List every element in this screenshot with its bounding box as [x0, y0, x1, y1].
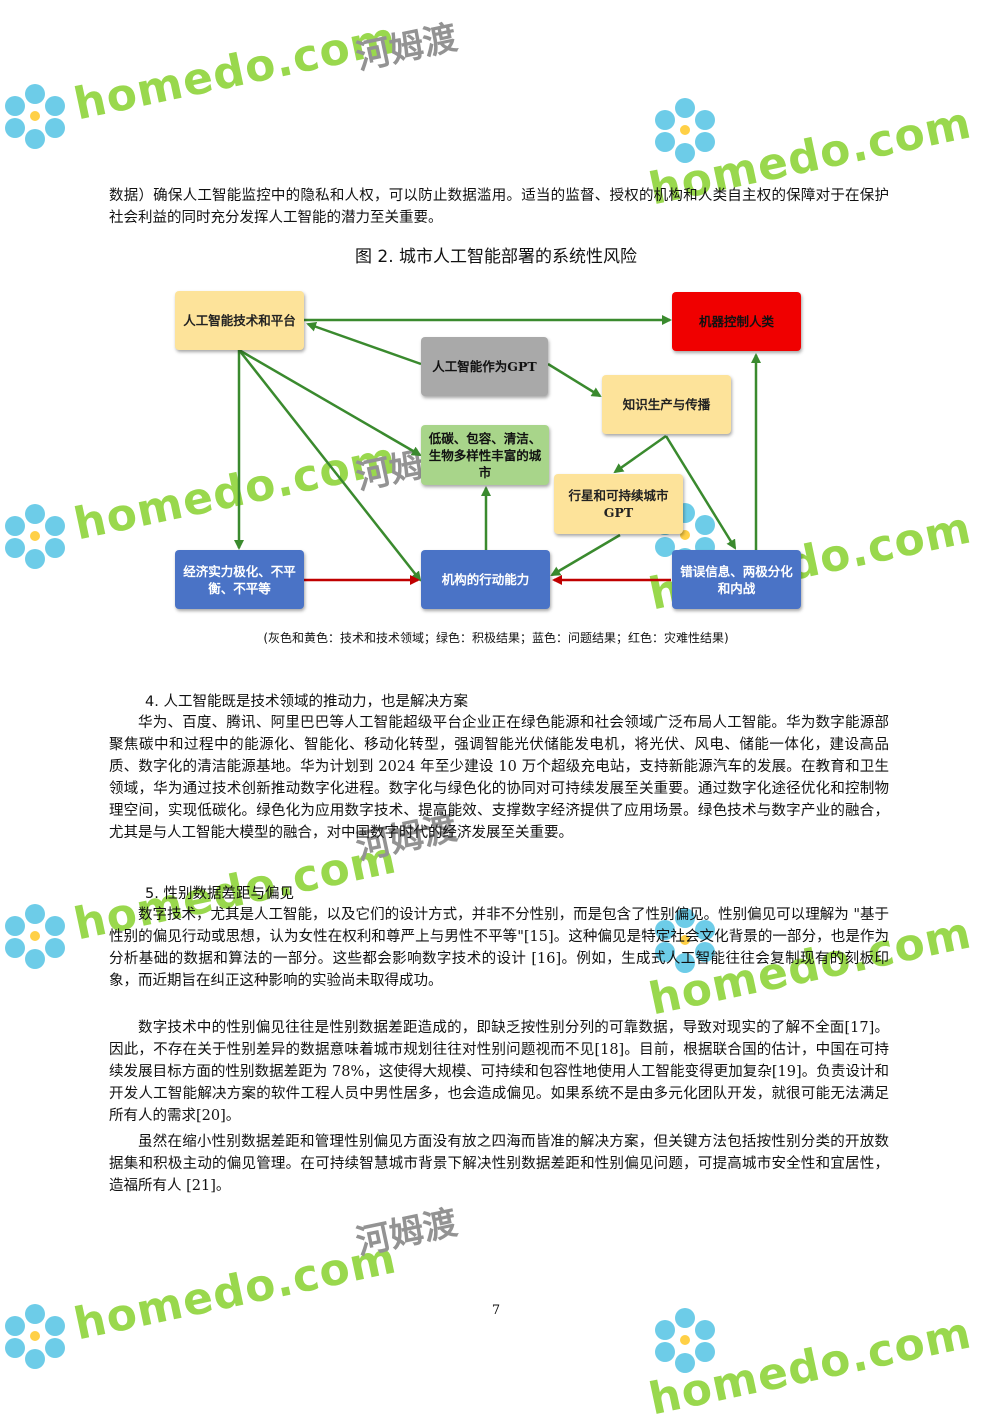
node-label: 机器控制人类	[698, 314, 774, 329]
node-ai-gpt: 人工智能作为GPT	[421, 337, 548, 396]
node-planet-gpt: 行星和可持续城市GPT	[554, 474, 683, 534]
node-ai-tech-platform: 人工智能技术和平台	[175, 291, 304, 350]
diagram-arrows	[234, 315, 761, 585]
section-4-body: 华为、百度、腾讯、阿里巴巴等人工智能超级平台企业正在绿色能源和社会领域广泛布局人…	[109, 715, 889, 841]
section-4-heading: 4. 人工智能既是技术领域的推动力，也是解决方案	[145, 694, 468, 710]
figure-title: 图 2. 城市人工智能部署的系统性风险	[354, 247, 638, 267]
node-label: 知识生产与传播	[622, 397, 711, 412]
arrow-planet-to-institution	[550, 533, 621, 577]
section-5-heading: 5. 性别数据差距与偏见	[145, 886, 294, 902]
node-low-carbon-city: 低碳、包容、清洁、生物多样性丰富的城市	[421, 425, 549, 485]
section-5-paragraph-2: 数字技术中的性别偏见往往是性别数据差距造成的，即缺乏按性别分列的可靠数据，导致对…	[109, 1020, 889, 1124]
node-label: 人工智能作为GPT	[432, 359, 537, 374]
watermark-chinese: 河姆渡	[352, 1202, 461, 1264]
arrow-knowledge-to-misinfo	[664, 435, 737, 550]
watermark-bottom-right: homedo.com	[645, 1305, 992, 1426]
arrow-platform-to-lowcarbon	[238, 348, 422, 457]
node-institution: 机构的行动能力	[421, 550, 550, 609]
node-label: 行星和可持续城市GPT	[568, 488, 669, 520]
section-5-paragraph-3: 虽然在缩小性别数据差距和管理性别偏见方面没有放之四海而皆准的解决方案，但关键方法…	[109, 1134, 889, 1194]
arrow-gpt-to-knowledge	[547, 362, 602, 398]
section-5-paragraph-1: 数字技术，尤其是人工智能，以及它们的设计方式，并非不分性别，而是包含了性别偏见。…	[109, 907, 889, 989]
watermark-text: homedo.com	[644, 1307, 976, 1426]
node-label: 人工智能技术和平台	[183, 313, 296, 328]
node-knowledge: 知识生产与传播	[602, 375, 731, 434]
arrow-gpt-to-platform	[306, 321, 422, 366]
node-machine-control: 机器控制人类	[672, 292, 801, 351]
node-economic: 经济实力极化、不平衡、不平等	[175, 550, 304, 609]
flower-icon	[5, 903, 65, 969]
node-misinfo: 错误信息、两极分化和内战	[672, 550, 801, 609]
page-number: 7	[491, 1303, 501, 1318]
watermark-text: homedo.com	[69, 1232, 402, 1351]
node-label: 机构的行动能力	[441, 572, 530, 587]
paragraph-intro: 数据）确保人工智能监控中的隐私和人权，可以防止数据滥用。适当的监督、授权的机构和…	[109, 188, 889, 226]
node-label: 经济实力极化、不平衡、不平等	[183, 563, 296, 596]
node-label: 错误信息、两极分化和内战	[680, 563, 793, 596]
node-label: 低碳、包容、清洁、生物多样性丰富的城市	[428, 430, 542, 480]
figure-caption: (灰色和黄色：技术和技术领域；绿色：积极结果；蓝色：问题结果；红色：灾难性结果)	[263, 631, 729, 645]
arrow-platform-to-institution	[238, 349, 422, 582]
arrow-knowledge-to-planet	[613, 434, 667, 474]
